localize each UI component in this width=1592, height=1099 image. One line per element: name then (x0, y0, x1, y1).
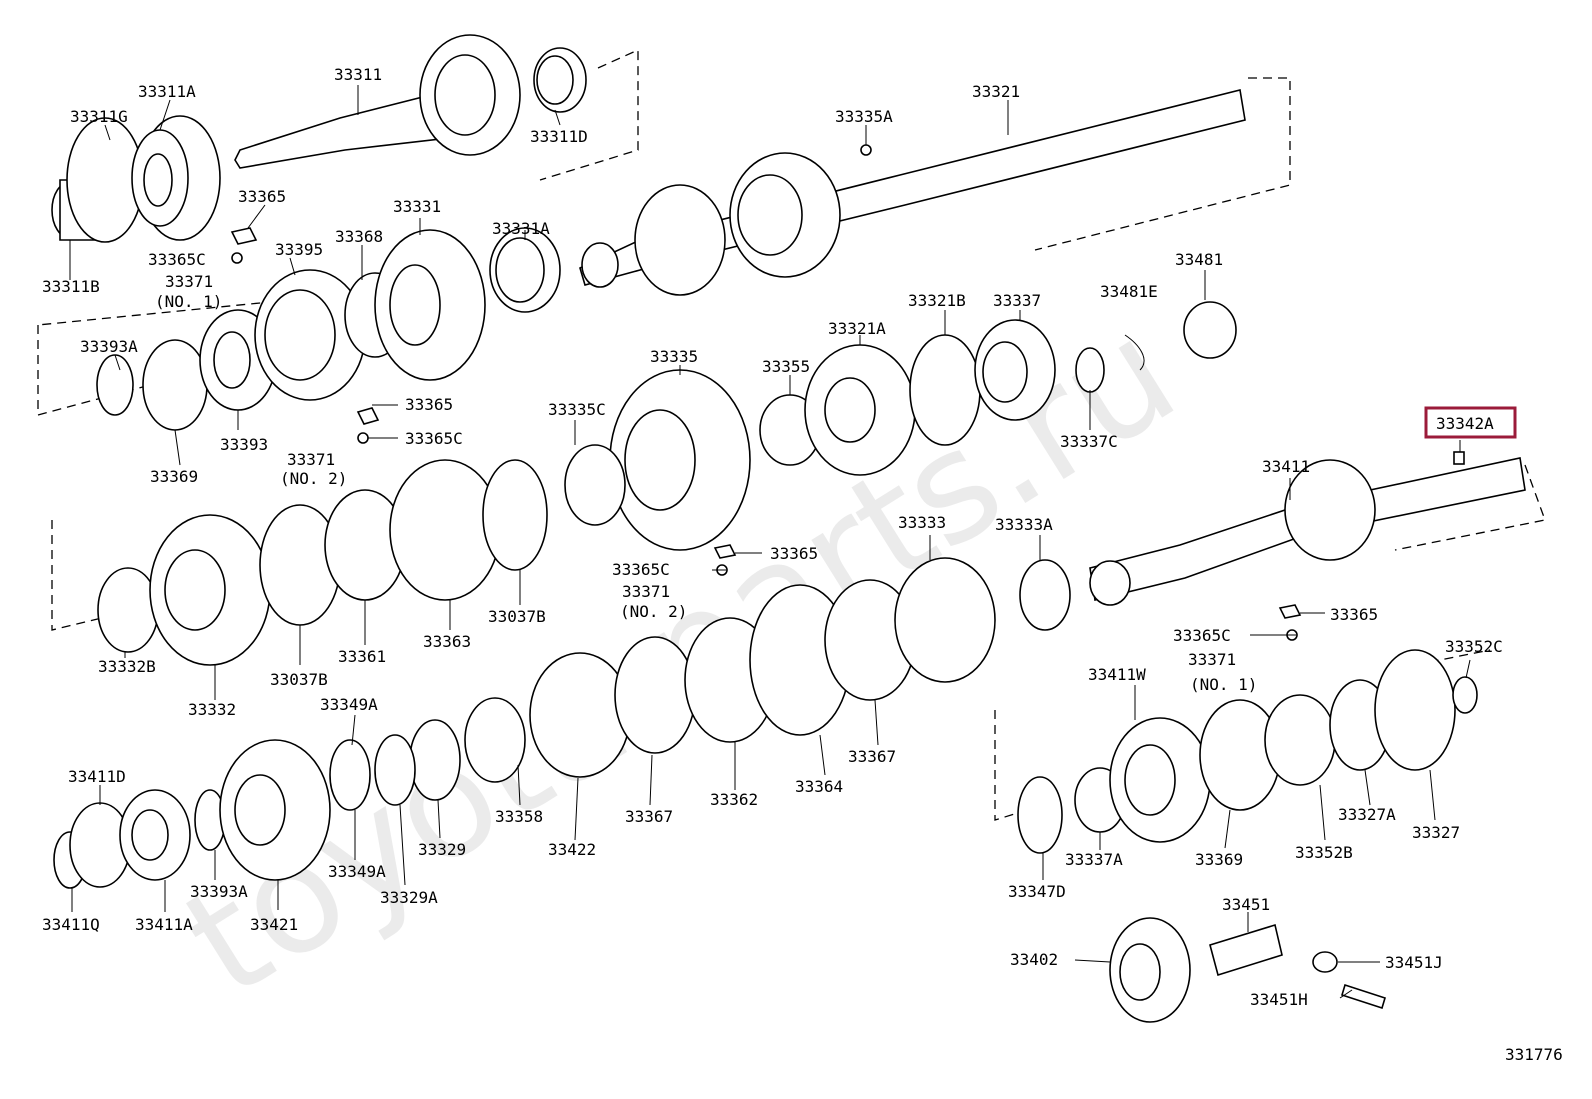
part-label-33367-b[interactable]: 33367 (848, 747, 896, 766)
leader-lines (69, 85, 1471, 999)
third-row-gears (564, 301, 1237, 551)
part-label-33451H[interactable]: 33451H (1250, 990, 1308, 1009)
part-label-33451J[interactable]: 33451J (1385, 953, 1443, 972)
part-label-33333A[interactable]: 33333A (995, 515, 1053, 534)
part-label-33337[interactable]: 33337 (993, 291, 1041, 310)
part-label-33321[interactable]: 33321 (972, 82, 1020, 101)
main-shaft-assembly (579, 89, 1246, 296)
part-label-33365-d[interactable]: 33365 (1330, 605, 1378, 624)
part-label-33411Q[interactable]: 33411Q (42, 915, 100, 934)
part-label-33371[interactable]: 33371 (165, 272, 213, 291)
part-label-33365-b[interactable]: 33365 (405, 395, 453, 414)
part-label-33365C-c[interactable]: 33365C (612, 560, 670, 579)
part-label-33335A[interactable]: 33335A (835, 107, 893, 126)
part-label-no2[interactable]: (NO. 2) (280, 469, 347, 488)
part-label-33371-d[interactable]: 33371 (1188, 650, 1236, 669)
part-label-33352B[interactable]: 33352B (1295, 843, 1353, 862)
part-label-33355[interactable]: 33355 (762, 357, 810, 376)
diagram-id: 331776 (1505, 1045, 1563, 1064)
part-label-33311G[interactable]: 33311G (70, 107, 128, 126)
part-label-33342A[interactable]: 33342A (1436, 414, 1494, 433)
part-label-33331[interactable]: 33331 (393, 197, 441, 216)
part-label-33347D[interactable]: 33347D (1008, 882, 1066, 901)
part-label-33311B[interactable]: 33311B (42, 277, 100, 296)
part-label-33365C-b[interactable]: 33365C (405, 429, 463, 448)
part-label-33037B-b[interactable]: 33037B (488, 607, 546, 626)
part-label-no1-b[interactable]: (NO. 1) (1190, 675, 1257, 694)
part-label-33321A[interactable]: 33321A (828, 319, 886, 338)
bottom-right-gears (1017, 649, 1478, 1023)
part-label-33311[interactable]: 33311 (334, 65, 382, 84)
part-label-33364[interactable]: 33364 (795, 777, 843, 796)
part-label-33335[interactable]: 33335 (650, 347, 698, 366)
part-label-33349A[interactable]: 33349A (320, 695, 378, 714)
part-label-33321B[interactable]: 33321B (908, 291, 966, 310)
part-label-no2-b[interactable]: (NO. 2) (620, 602, 687, 621)
part-label-33329A[interactable]: 33329A (380, 888, 438, 907)
part-label-33311D[interactable]: 33311D (530, 127, 588, 146)
part-label-33393A-b[interactable]: 33393A (190, 882, 248, 901)
part-label-33327[interactable]: 33327 (1412, 823, 1460, 842)
middle-row-gears (329, 557, 1071, 811)
part-label-33367[interactable]: 33367 (625, 807, 673, 826)
bottom-left-gears (53, 739, 331, 889)
part-label-33311A[interactable]: 33311A (138, 82, 196, 101)
part-label-33481[interactable]: 33481 (1175, 250, 1223, 269)
part-label-33331A[interactable]: 33331A (492, 219, 550, 238)
part-label-no1[interactable]: (NO. 1) (155, 292, 222, 311)
part-label-33369-b[interactable]: 33369 (1195, 850, 1243, 869)
highlight-box-33342A (1424, 406, 1517, 439)
part-label-33332B[interactable]: 33332B (98, 657, 156, 676)
part-label-33395[interactable]: 33395 (275, 240, 323, 259)
part-label-33352C[interactable]: 33352C (1445, 637, 1503, 656)
input-shaft-assembly (51, 34, 587, 243)
part-label-33332[interactable]: 33332 (188, 700, 236, 719)
part-label-33371-b[interactable]: 33371 (287, 450, 335, 469)
part-label-33411W[interactable]: 33411W (1088, 665, 1146, 684)
part-label-33329[interactable]: 33329 (418, 840, 466, 859)
part-labels: 33311A 33311G 33311 33311D 33311B 33365 … (42, 65, 1563, 1064)
part-label-33327A[interactable]: 33327A (1338, 805, 1396, 824)
part-label-33335C[interactable]: 33335C (548, 400, 606, 419)
part-label-33411D[interactable]: 33411D (68, 767, 126, 786)
output-shaft-assembly (1089, 451, 1526, 641)
part-label-33368[interactable]: 33368 (335, 227, 383, 246)
part-label-33037B[interactable]: 33037B (270, 670, 328, 689)
part-label-33411[interactable]: 33411 (1262, 457, 1310, 476)
part-label-33337A[interactable]: 33337A (1065, 850, 1123, 869)
part-label-33362[interactable]: 33362 (710, 790, 758, 809)
part-label-33451[interactable]: 33451 (1222, 895, 1270, 914)
part-label-33365-c[interactable]: 33365 (770, 544, 818, 563)
part-label-33371-c[interactable]: 33371 (622, 582, 670, 601)
part-label-33481E[interactable]: 33481E (1100, 282, 1158, 301)
part-label-33365C-d[interactable]: 33365C (1173, 626, 1231, 645)
part-label-33369[interactable]: 33369 (150, 467, 198, 486)
part-label-33402[interactable]: 33402 (1010, 950, 1058, 969)
part-label-33337C[interactable]: 33337C (1060, 432, 1118, 451)
part-label-33365[interactable]: 33365 (238, 187, 286, 206)
part-label-33421[interactable]: 33421 (250, 915, 298, 934)
part-label-33393A[interactable]: 33393A (80, 337, 138, 356)
part-label-33365C[interactable]: 33365C (148, 250, 206, 269)
part-label-33411A[interactable]: 33411A (135, 915, 193, 934)
part-label-33349A-b[interactable]: 33349A (328, 862, 386, 881)
part-label-33393[interactable]: 33393 (220, 435, 268, 454)
part-label-33333[interactable]: 33333 (898, 513, 946, 532)
part-label-33361[interactable]: 33361 (338, 647, 386, 666)
part-label-33358[interactable]: 33358 (495, 807, 543, 826)
part-label-33363[interactable]: 33363 (423, 632, 471, 651)
part-label-33422[interactable]: 33422 (548, 840, 596, 859)
